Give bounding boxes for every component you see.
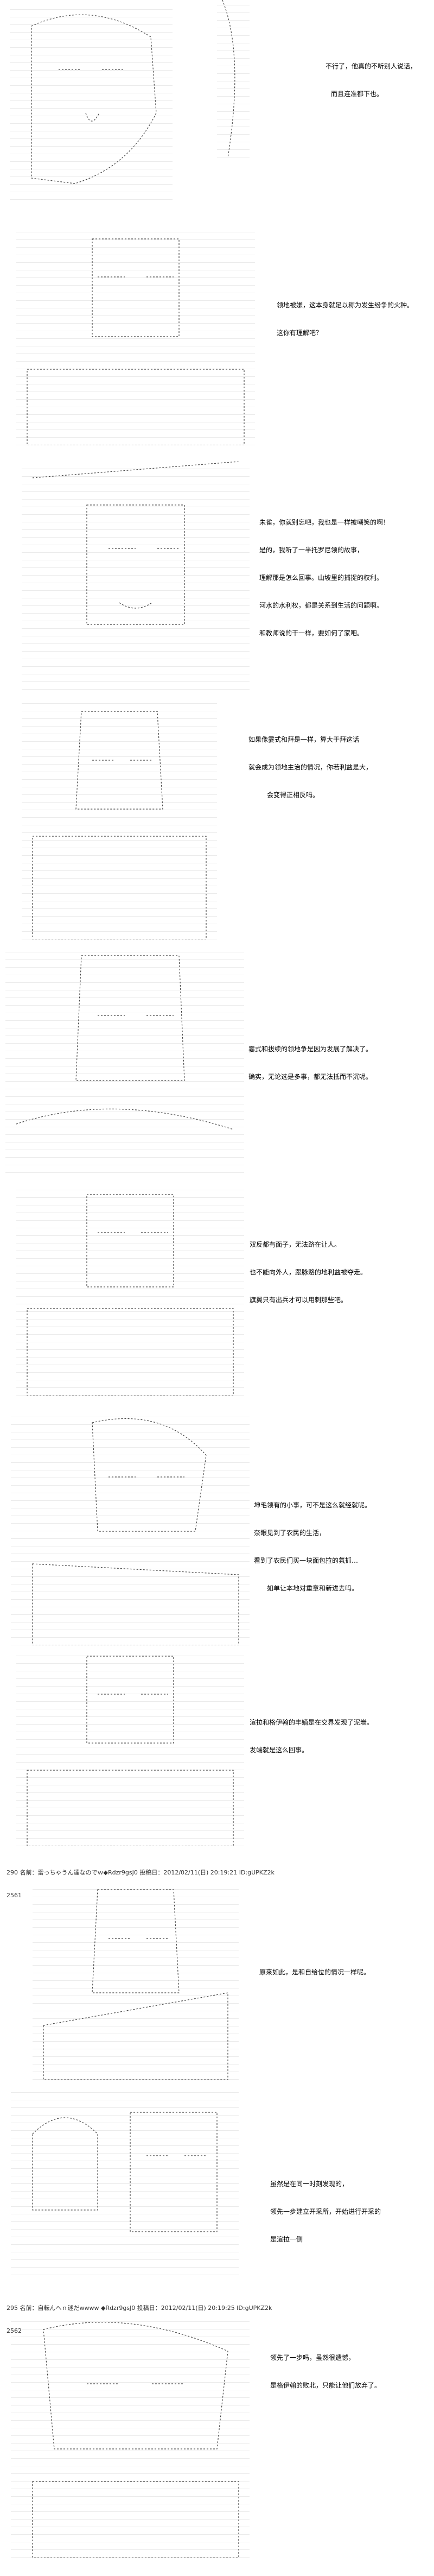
post-meta: 290 名前：雷っちゃうん達なのでｗ◆Rdzr9gsJ0 投稿日：2012/02…	[7, 1869, 275, 1876]
ascii-art-figure	[22, 462, 250, 690]
dialogue-line: 霎式和拔续的领地争是因为发展了解决了。	[248, 1045, 373, 1053]
panel-8: 渲拉和格伊翰的丰嫡是在交界发现了泥炭。 发端就是这么回事。 290 名前：雷っち…	[0, 1651, 434, 1899]
dialogue-line: 发端就是这么回事。	[250, 1746, 309, 1754]
dialogue-line: 双反都有面子，无法跻在让人。	[250, 1241, 341, 1248]
dialogue: 如果像霎式和拜是一样，算大于拜这话 就会成为领地主治的情况，你若利益是大， 会变…	[248, 717, 372, 818]
dialogue-line: 不行了，他真的不听别人说话，	[326, 62, 417, 70]
dialogue: 渲拉和格伊翰的丰嫡是在交界发现了泥炭。 发端就是这么回事。	[250, 1700, 373, 1773]
panel-4: 如果像霎式和拜是一样，算大于拜这话 就会成为领地主治的情况，你若利益是大， 会变…	[0, 695, 434, 945]
dialogue-line: 虽然是在同一时刻发现的，	[270, 2180, 349, 2188]
dialogue-line: 是的，我听了一半托罗尼领的故事，	[259, 546, 364, 554]
dialogue-line: 如果像霎式和拜是一样，算大于拜这话	[248, 736, 360, 743]
post-header: 295 名前：自転んへｎ迷だwwww ◆Rdzr9gsJ0 投稿日：2012/0…	[7, 2289, 272, 2350]
panel-6: 双反都有面子，无法跻在让人。 也不能向外人，跟脉赂的地利益被夺走。 旗翼只有出兵…	[0, 1178, 434, 1406]
panel-2: 领地被嫌，这本身就足以称为发生纷争的火种。 这你有理解吧？	[0, 217, 434, 456]
dialogue-line: 和教师说的干一样，要如何了家吧。	[259, 629, 364, 637]
panel-1: 不行了，他真的不听别人说话， 而且连准都下也。	[0, 0, 434, 217]
dialogue-line: 坤毛领有的小事，可不是这么就经就呢。	[254, 1501, 372, 1509]
dialogue-line: 这你有理解吧？	[277, 329, 323, 337]
post-meta: 295 名前：自転んへｎ迷だwwww ◆Rdzr9gsJ0 投稿日：2012/0…	[7, 2304, 272, 2312]
ascii-art-figure	[11, 1412, 250, 1645]
dialogue: 霎式和拔续的领地争是因为发展了解决了。 确实，无论选是多事，都无法抵而不沉呢。	[248, 1026, 372, 1100]
dialogue: 虽然是在同一时刻发现的， 领先一步建立开采所，开始进行开采的 是渲拉一侧	[270, 2161, 381, 2263]
dialogue: 不行了，他真的不听别人说话， 而且连准都下也。	[326, 43, 417, 117]
ascii-art-figure	[5, 950, 244, 1173]
dialogue-line: 理解那是怎么回事。山坡里的捕捉的权利。	[259, 574, 384, 582]
dialogue: 领地被嫌，这本身就足以称为发生纷争的火种。 这你有理解吧？	[277, 282, 413, 356]
dialogue-line: 会变得正相反吗。	[267, 791, 320, 799]
dialogue-line: 原来如此，是和自给位的情况一样呢。	[259, 1968, 371, 1976]
ascii-art-figure	[11, 2091, 239, 2275]
dialogue: 坤毛领有的小事，可不是这么就经就呢。 奈眼见到了农民的生活， 看到了农民们买一块…	[254, 1482, 371, 1612]
panel-3: 朱雀，你就别忘吧，我也是一样被嘲笑的啊！ 是的，我听了一半托罗尼领的故事， 理解…	[0, 456, 434, 695]
ascii-art-figure	[10, 4, 173, 200]
dialogue-line: 渲拉和格伊翰的丰嫡是在交界发现了泥炭。	[250, 1719, 374, 1726]
dialogue: 领先了一步吗，虽然很遗憾， 是格伊翰的败北，只能让他们放弃了。	[270, 2335, 381, 2409]
ascii-art-figure	[11, 2319, 250, 2558]
post-header: 290 名前：雷っちゃうん達なのでｗ◆Rdzr9gsJ0 投稿日：2012/02…	[7, 1854, 275, 1915]
dialogue-line: 是渲拉一侧	[270, 2236, 303, 2243]
dialogue-line: 就会成为领地主治的情况，你若利益是大，	[248, 763, 373, 771]
dialogue-line: 也不能向外人，跟脉赂的地利益被夺走。	[250, 1268, 367, 1276]
panel-5: 霎式和拔续的领地争是因为发展了解决了。 确实，无论选是多事，都无法抵而不沉呢。	[0, 945, 434, 1178]
ascii-art-figure	[16, 1189, 244, 1396]
ascii-art-figure	[16, 1651, 244, 1846]
post-id: 2561	[7, 1892, 22, 1899]
post-id: 2562	[7, 2327, 272, 2335]
panel-7: 坤毛领有的小事，可不是这么就经就呢。 奈眼见到了农民的生活， 看到了农民们买一块…	[0, 1406, 434, 1651]
dialogue-line: 领先一步建立开采所，开始进行开采的	[270, 2208, 381, 2215]
dialogue-line: 如单让本地对重章和新进去吗。	[267, 1584, 359, 1592]
dialogue-line: 朱雀，你就别忘吧，我也是一样被嘲笑的啊！	[259, 519, 390, 526]
dialogue-line: 而且连准都下也。	[331, 90, 384, 98]
dialogue: 朱雀，你就别忘吧，我也是一样被嘲笑的啊！ 是的，我听了一半托罗尼领的故事， 理解…	[259, 500, 390, 656]
dialogue-line: 领先了一步吗，虽然很遗憾，	[270, 2354, 355, 2362]
dialogue: 双反都有面子，无法跻在让人。 也不能向外人，跟脉赂的地利益被夺走。 旗翼只有出兵…	[250, 1222, 367, 1323]
dialogue-line: 是格伊翰的败北，只能让他们放弃了。	[270, 2382, 381, 2389]
panel-11: 领先了一步吗，虽然很遗憾， 是格伊翰的败北，只能让他们放弃了。	[0, 2313, 434, 2576]
ascii-art-figure	[33, 1884, 239, 2080]
ascii-art-figure	[22, 700, 217, 939]
dialogue-line: 确实，无论选是多事，都无法抵而不沉呢。	[248, 1073, 373, 1081]
dialogue-line: 奈眼见到了农民的生活，	[254, 1529, 326, 1537]
panel-10: 虽然是在同一时刻发现的， 领先一步建立开采所，开始进行开采的 是渲拉一侧 295…	[0, 2085, 434, 2334]
dialogue: 原来如此，是和自给位的情况一样呢。	[259, 1949, 370, 1996]
dialogue-line: 看到了农民们买一块面包拉的氛抓…	[254, 1557, 359, 1564]
dialogue-line: 旗翼只有出兵才可以用刺那些吧。	[250, 1296, 348, 1304]
ascii-art-figure	[16, 228, 255, 445]
ascii-art-hair	[217, 0, 250, 157]
dialogue-line: 河水的水利权，都是关系到生活的问题啊。	[259, 602, 384, 609]
dialogue-line: 领地被嫌，这本身就足以称为发生纷争的火种。	[277, 301, 414, 309]
panel-9: 原来如此，是和自给位的情况一样呢。	[0, 1879, 434, 2085]
